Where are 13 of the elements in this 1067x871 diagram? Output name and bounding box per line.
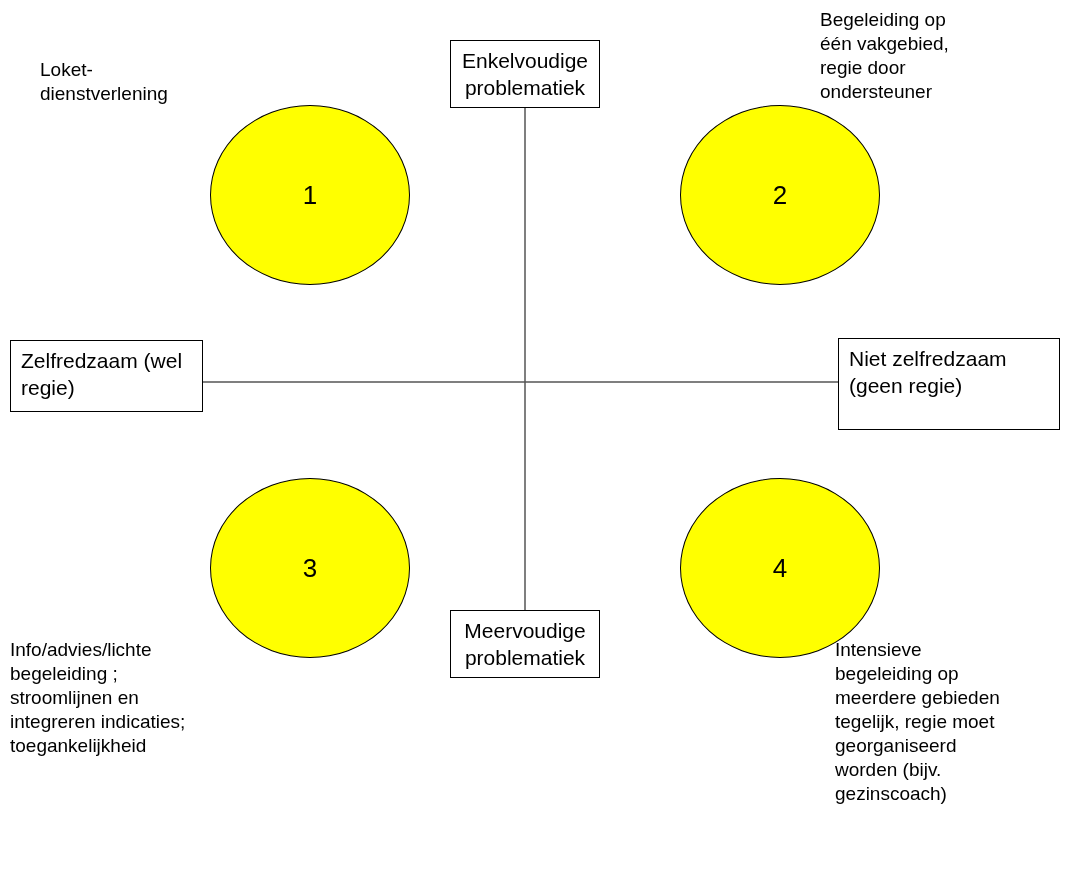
axis-label-box: Niet zelfredzaam (geen regie) — [838, 338, 1060, 430]
numbered-circle: 2 — [680, 105, 880, 285]
numbered-circle: 1 — [210, 105, 410, 285]
numbered-circle: 3 — [210, 478, 410, 658]
axis-label-box: Zelfredzaam (wel regie) — [10, 340, 203, 412]
axis-line — [524, 107, 526, 611]
caption-text: Intensieve begeleiding op meerdere gebieden tegelijk, regie moet georganiseerd worden (bijv. gezinscoach) — [835, 638, 1001, 806]
caption-text: Begeleiding op één vakgebied, regie door ondersteuner — [820, 8, 950, 104]
axis-line — [202, 381, 839, 383]
axis-label-box: Enkelvoudige problematiek — [450, 40, 600, 108]
caption-text: Loket- dienstverlening — [40, 58, 169, 106]
caption-text: Info/advies/lichte begeleiding ; stroomlijnen en integreren indicaties; toegankelijkheid — [10, 638, 187, 758]
axis-label-box: Meervoudige problematiek — [450, 610, 600, 678]
